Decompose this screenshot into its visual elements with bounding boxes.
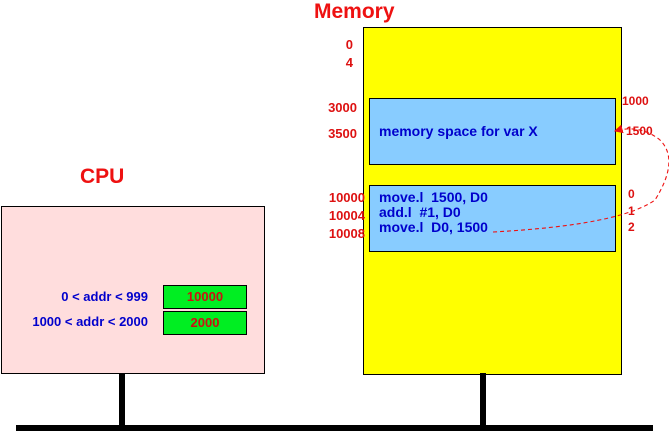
code-offset: 0 [628, 187, 635, 201]
memory-title: Memory [314, 0, 395, 23]
system-bus [16, 425, 653, 431]
var-offset: 1500 [626, 124, 653, 138]
code-line: move.l 1500, D0 [379, 189, 488, 205]
range-label-high: 1000 < addr < 2000 [32, 314, 148, 329]
code-segment [369, 185, 616, 252]
cpu-title: CPU [80, 165, 125, 188]
code-offset: 2 [628, 220, 635, 234]
address-label: 3000 [328, 100, 357, 115]
dashed-reference-path [492, 124, 669, 233]
address-label: 10004 [328, 208, 365, 223]
code-line: add.l #1, D0 [379, 204, 461, 220]
register-high: 2000 [163, 311, 247, 335]
range-label-low: 0 < addr < 999 [61, 289, 148, 304]
segment-offset: 1000 [622, 94, 649, 108]
address-label: 4 [345, 55, 353, 70]
register-low: 10000 [163, 285, 247, 309]
address-label: 3500 [328, 126, 357, 141]
code-line: move.l D0, 1500 [379, 219, 488, 235]
data-segment-label: memory space for var X [379, 123, 538, 139]
address-label: 10000 [328, 190, 365, 205]
data-segment [369, 98, 616, 165]
cpu-bus-connector [119, 373, 125, 427]
address-label: 10008 [328, 226, 365, 241]
address-label: 0 [345, 37, 353, 52]
code-listing: move.l 1500, D0 add.l #1, D0 move.l D0, … [379, 190, 488, 235]
memory-bus-connector [480, 373, 486, 427]
